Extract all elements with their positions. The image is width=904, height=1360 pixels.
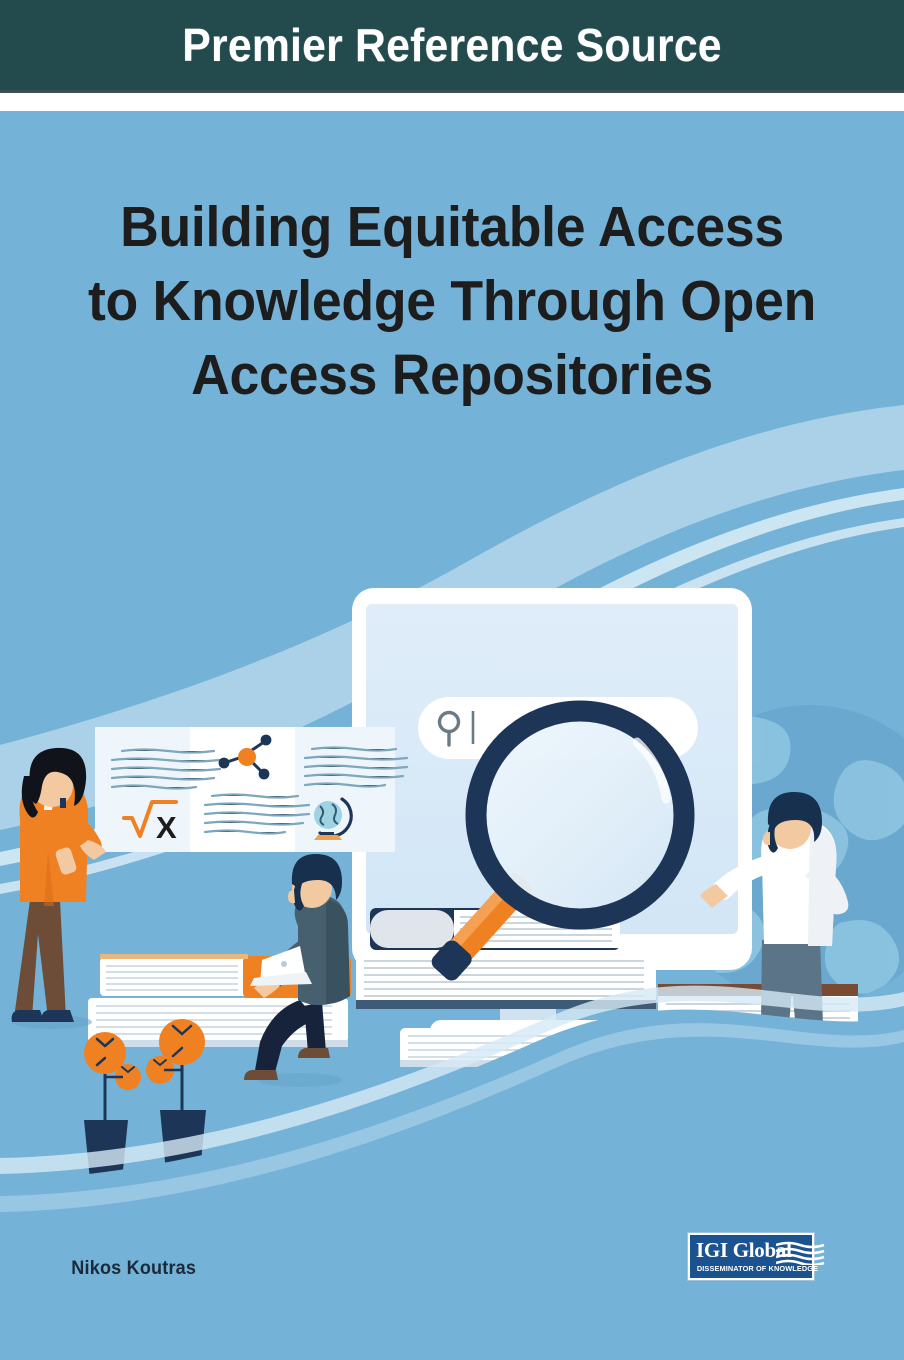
globe-stand-icon <box>314 797 353 840</box>
title-line-3: Access Repositories <box>191 343 713 407</box>
search-icon <box>437 710 461 747</box>
author-name: Nikos Koutras <box>71 1258 197 1279</box>
molecule-icon <box>218 734 272 780</box>
publisher-wave-icon <box>776 1241 825 1265</box>
title-line-2: to Knowledge Through Open <box>87 269 817 333</box>
publisher-tagline: DISSEMINATOR OF KNOWLEDGE <box>696 1264 819 1273</box>
whiteboard-panels: X <box>95 727 409 852</box>
book-pages-1 <box>106 965 238 991</box>
publisher-logo-box: IGI Global DISSEMINATOR OF KNOWLEDGE <box>687 1232 818 1281</box>
book-title: Building Equitable Access to Knowledge T… <box>0 190 904 412</box>
square-root-icon: X <box>122 800 178 845</box>
publisher-name: IGI Global <box>696 1238 792 1262</box>
panel-text-lines-3 <box>303 746 409 788</box>
series-header-band: Premier Reference Source <box>0 0 904 90</box>
panel-text-lines-2 <box>203 793 311 835</box>
book-pages-2 <box>96 1005 332 1035</box>
standing-woman-presenter <box>11 747 106 1029</box>
book-pages-4 <box>364 960 644 997</box>
foreground-waves <box>0 985 904 1360</box>
seated-man-with-laptop <box>244 854 350 1087</box>
potted-plants <box>84 1019 206 1180</box>
panel-text-lines-1 <box>110 748 222 790</box>
svg-text:X: X <box>156 810 177 845</box>
title-line-1: Building Equitable Access <box>120 195 784 259</box>
magnifier-graphic <box>431 700 695 981</box>
series-title: Premier Reference Source <box>182 19 722 71</box>
header-white-gap <box>0 93 904 111</box>
publisher-logo: IGI Global DISSEMINATOR OF KNOWLEDGE <box>687 1232 825 1281</box>
header-divider-rule <box>0 90 904 93</box>
